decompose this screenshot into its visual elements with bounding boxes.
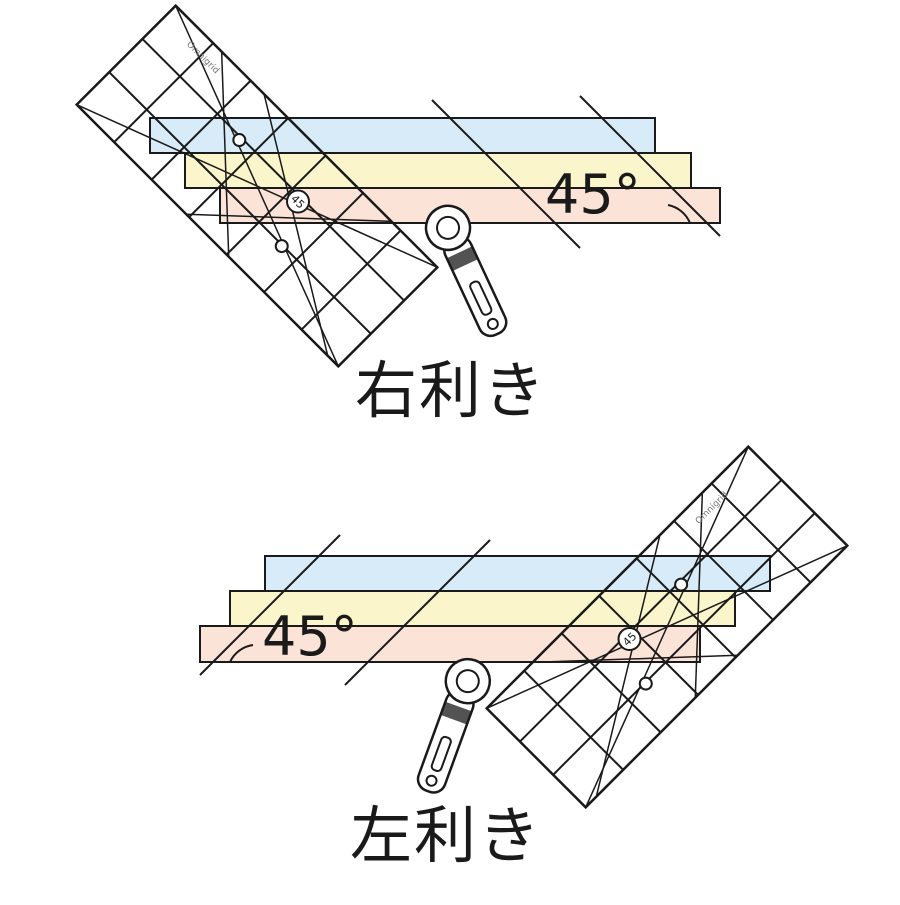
ruler-dot xyxy=(274,239,289,254)
caption-left-handed: 左利き xyxy=(350,799,543,872)
cut-line xyxy=(199,534,341,676)
right-handed-diagram: 45° 45 xyxy=(74,3,721,369)
caption-right-handed: 右利き xyxy=(355,354,548,427)
angle-arc xyxy=(667,204,691,224)
ruler-angle-badge xyxy=(286,189,311,214)
angle-arc xyxy=(229,644,254,663)
cut-line xyxy=(344,539,491,686)
rotary-cutter-icon xyxy=(416,657,492,794)
cut-line xyxy=(431,99,581,249)
ruler-dot xyxy=(674,577,689,592)
fabric-strip-blue xyxy=(264,555,771,592)
quilting-ruler-icon: 45 Omnigrid xyxy=(74,3,440,369)
ruler-dot xyxy=(638,676,653,691)
angle-label: 45° xyxy=(545,163,641,226)
ruler-angle-badge xyxy=(617,627,642,652)
rotary-cutter-icon xyxy=(424,204,508,338)
left-handed-diagram: 45° 45 xyxy=(199,444,850,810)
angle-label: 45° xyxy=(262,605,358,668)
fabric-strip-yellow xyxy=(184,152,692,189)
ruler-dot xyxy=(232,133,247,148)
cut-line xyxy=(579,95,721,237)
fabric-strip-yellow xyxy=(229,590,736,627)
